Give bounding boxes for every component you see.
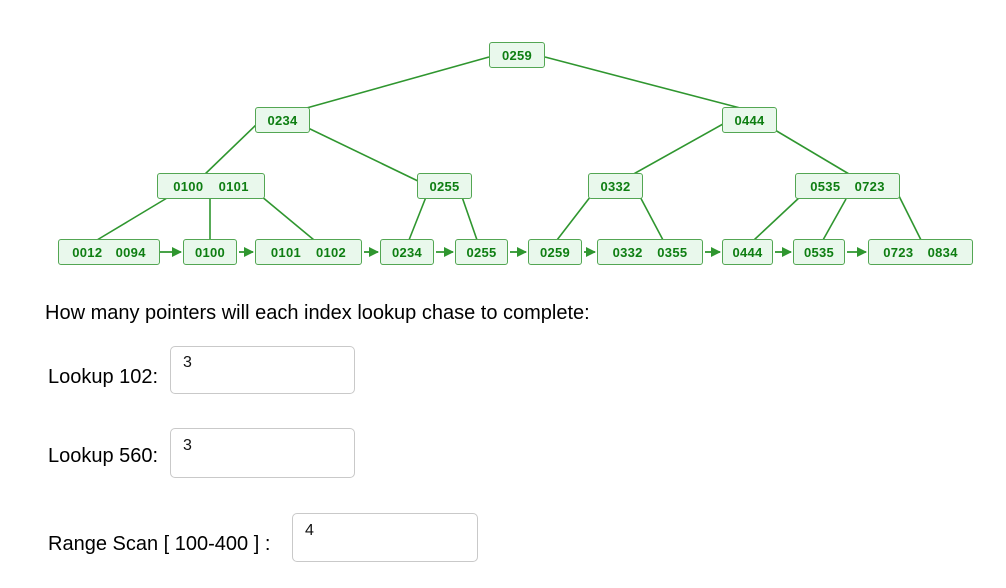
btree-leaf-node: 0259	[528, 239, 582, 265]
node-key: 0255	[429, 178, 460, 194]
node-key: 0444	[732, 244, 763, 260]
node-key: 0259	[501, 47, 533, 63]
node-key: 0102	[315, 244, 347, 260]
node-key: 0100	[194, 244, 226, 260]
btree-leaf-node: 0234	[380, 239, 434, 265]
node-key: 0535	[810, 178, 841, 194]
tree-edges	[96, 56, 922, 241]
range-scan-input[interactable]	[292, 513, 478, 562]
node-key: 0234	[391, 244, 423, 260]
node-key: 0100	[173, 178, 204, 194]
node-key: 0101	[218, 178, 249, 194]
node-key: 0834	[927, 244, 958, 260]
node-key: 0012	[72, 244, 103, 260]
range-scan-label: Range Scan [ 100-400 ] :	[48, 533, 271, 555]
lookup-102-label: Lookup 102:	[48, 366, 159, 388]
node-key: 0444	[734, 112, 765, 128]
btree-internal-node: 0100 0101	[157, 173, 265, 199]
btree-leaf-node: 0255	[455, 239, 508, 265]
node-key: 0332	[600, 178, 631, 194]
btree-internal-node: 0444	[722, 107, 777, 133]
btree-leaf-node: 0535	[793, 239, 845, 265]
lookup-560-input[interactable]	[170, 428, 355, 478]
lookup-102-input[interactable]	[170, 346, 355, 394]
btree-root-node: 0259	[489, 42, 545, 68]
lookup-560-label: Lookup 560:	[48, 445, 159, 467]
btree-leaf-node: 0723 0834	[868, 239, 973, 265]
btree-internal-node: 0535 0723	[795, 173, 900, 199]
btree-internal-node: 0255	[417, 173, 472, 199]
node-key: 0234	[267, 112, 298, 128]
btree-leaf-node: 0332 0355	[597, 239, 703, 265]
node-key: 0332	[612, 244, 643, 260]
node-key: 0723	[854, 178, 885, 194]
node-key: 0535	[803, 244, 835, 260]
btree-internal-node: 0332	[588, 173, 643, 199]
node-key: 0101	[270, 244, 302, 260]
question-text: How many pointers will each index lookup…	[45, 302, 590, 324]
node-key: 0255	[466, 244, 497, 260]
btree-leaf-node: 0012 0094	[58, 239, 160, 265]
btree-leaf-node: 0101 0102	[255, 239, 362, 265]
btree-internal-node: 0234	[255, 107, 310, 133]
node-key: 0094	[115, 244, 146, 260]
btree-leaf-node: 0100	[183, 239, 237, 265]
node-key: 0355	[657, 244, 688, 260]
node-key: 0259	[539, 244, 571, 260]
btree-leaf-node: 0444	[722, 239, 773, 265]
node-key: 0723	[883, 244, 914, 260]
